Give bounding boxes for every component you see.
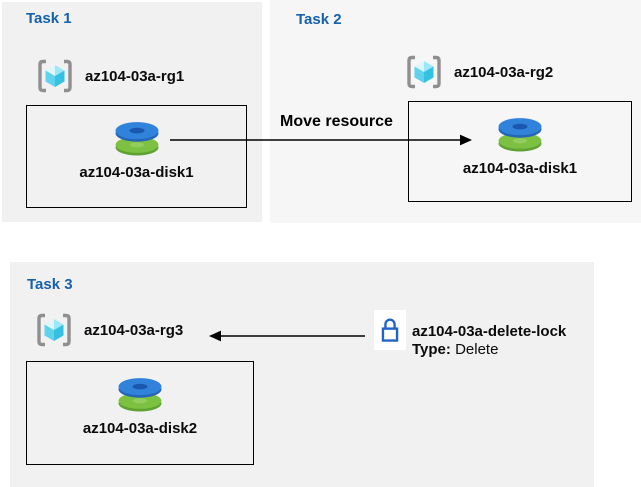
task2-title: Task 2 bbox=[296, 11, 342, 28]
disk-icon bbox=[497, 116, 543, 152]
resource-group-label: az104-03a-rg3 bbox=[84, 321, 184, 339]
resource-group-label: az104-03a-rg1 bbox=[85, 67, 185, 85]
lock-name-label: az104-03a-delete-lock bbox=[412, 323, 567, 340]
resource-group-rg3: az104-03a-rg3 bbox=[35, 312, 183, 348]
lock-icon bbox=[381, 318, 399, 342]
resource-box-task2: az104-03a-disk1 bbox=[408, 101, 632, 202]
resource-label: az104-03a-disk2 bbox=[82, 420, 198, 437]
move-resource-label: Move resource bbox=[280, 113, 393, 130]
resource-group-icon bbox=[407, 55, 441, 89]
resource-label: az104-03a-disk1 bbox=[462, 160, 578, 177]
resource-group-rg2: az104-03a-rg2 bbox=[405, 54, 553, 90]
task2-panel: Task 2 az104-03a-rg2 bbox=[270, 0, 641, 223]
task1-panel: Task 1 az104-03a-rg1 bbox=[2, 2, 262, 222]
lock-type-label: Type: bbox=[412, 341, 451, 358]
lock-text-block: az104-03a-delete-lock Type: Delete bbox=[412, 323, 566, 359]
resource-group-icon bbox=[37, 313, 71, 347]
lock-chip bbox=[374, 310, 406, 350]
task1-title: Task 1 bbox=[26, 10, 72, 27]
disk-icon bbox=[114, 120, 160, 156]
lock-type-value: Delete bbox=[455, 341, 499, 358]
resource-label: az104-03a-disk1 bbox=[79, 164, 194, 181]
resource-group-icon bbox=[38, 59, 72, 93]
resource-box-task3: az104-03a-disk2 bbox=[26, 361, 254, 465]
task3-title: Task 3 bbox=[27, 276, 73, 293]
resource-group-label: az104-03a-rg2 bbox=[454, 63, 554, 81]
resource-box-task1: az104-03a-disk1 bbox=[26, 105, 247, 208]
resource-group-rg1: az104-03a-rg1 bbox=[36, 58, 184, 94]
lock-type-line: Type: Delete bbox=[412, 341, 566, 359]
disk-icon bbox=[117, 376, 163, 412]
task3-panel: Task 3 az104-03a-rg3 bbox=[10, 262, 594, 487]
